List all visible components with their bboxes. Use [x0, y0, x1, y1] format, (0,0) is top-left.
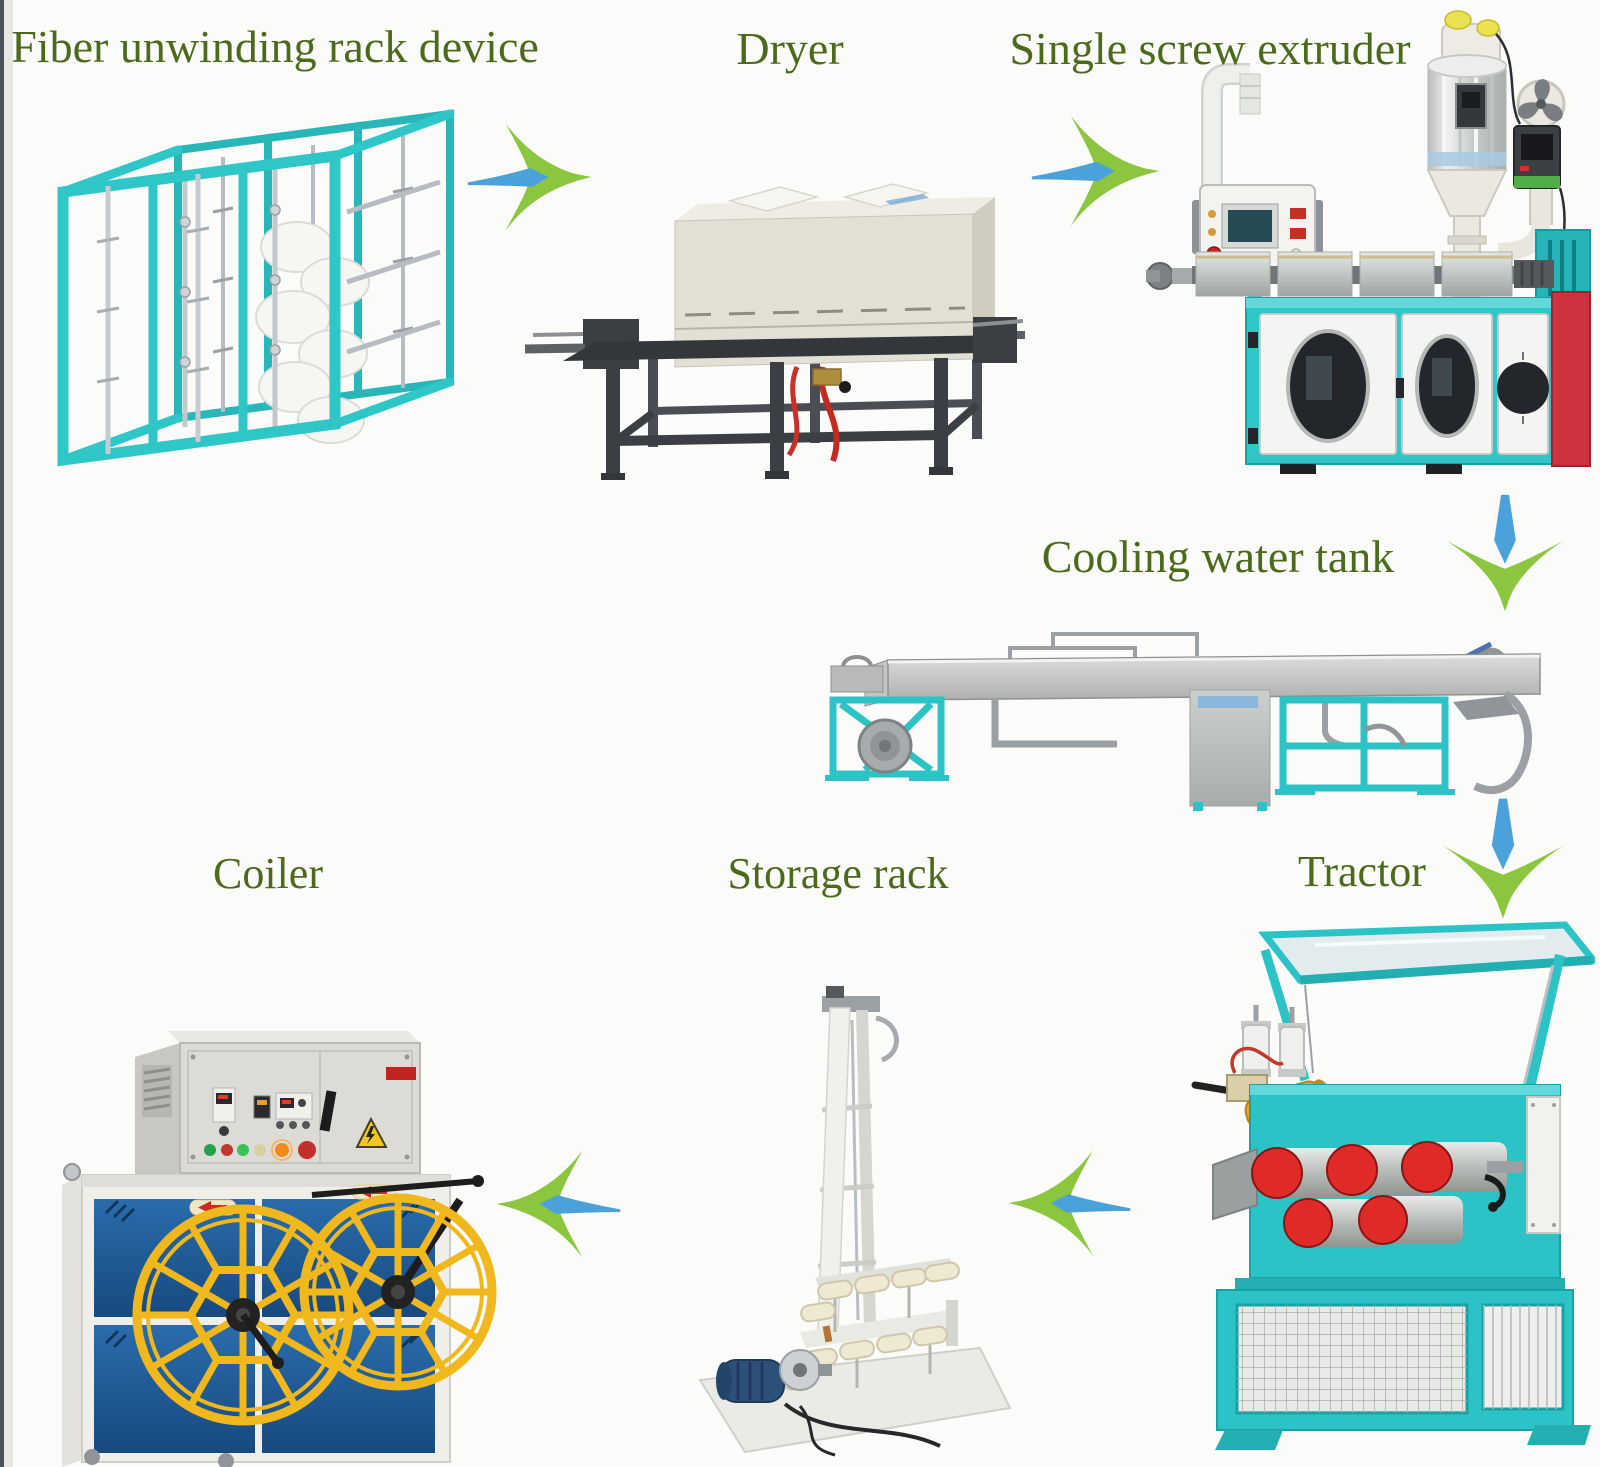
coiler-reel-left: [132, 1204, 354, 1426]
dryer-illustration: [525, 128, 1025, 480]
label-tractor: Tractor: [1298, 847, 1426, 896]
coiler-illustration: [30, 995, 510, 1467]
label-coiler: Coiler: [213, 849, 323, 898]
single-screw-extruder-illustration: [1100, 0, 1600, 480]
warning-triangle-icon: [355, 1116, 388, 1148]
label-storage-rack: Storage rack: [727, 849, 949, 898]
extruder-red-panel: [1551, 291, 1591, 467]
label-fiber-unwinding-rack-device: Fiber unwinding rack device: [11, 21, 539, 72]
coiler-reel-right: [299, 1175, 497, 1391]
arrow-dryer-to-extruder-icon: [1030, 110, 1164, 232]
label-single-screw-extruder: Single screw extruder: [1009, 23, 1411, 74]
left-edge-light-strip: [4, 0, 13, 1467]
label-dryer: Dryer: [736, 23, 844, 74]
arrow-extruder-to-cooling-icon: [1441, 492, 1569, 617]
tractor-rollers: [1251, 1141, 1507, 1248]
extruder-panel-screen: [1228, 210, 1272, 242]
cooling-water-tank-illustration: [805, 625, 1545, 817]
fiber-unwinding-rack-illustration: [35, 82, 470, 482]
label-cooling-water-tank: Cooling water tank: [1041, 531, 1395, 582]
hopper-yellow-cap: [1444, 10, 1472, 30]
arrow-tractor-to-storage-icon: [1004, 1146, 1132, 1260]
dryer-gas-valve: [812, 368, 842, 386]
tractor-illustration: [1165, 905, 1595, 1465]
extruder-barrel-clamps: [1195, 251, 1513, 297]
arrow-cooling-to-tractor-icon: [1437, 793, 1569, 927]
arrow-unwinder-to-dryer-icon: [466, 116, 596, 238]
coiler-handle: [319, 1090, 337, 1132]
storage-rack-illustration: [650, 960, 1040, 1465]
left-edge-dark-strip: [0, 0, 4, 1467]
arrow-storage-to-coiler-icon: [492, 1142, 622, 1266]
coiler-indicator-lights: [204, 1139, 316, 1161]
